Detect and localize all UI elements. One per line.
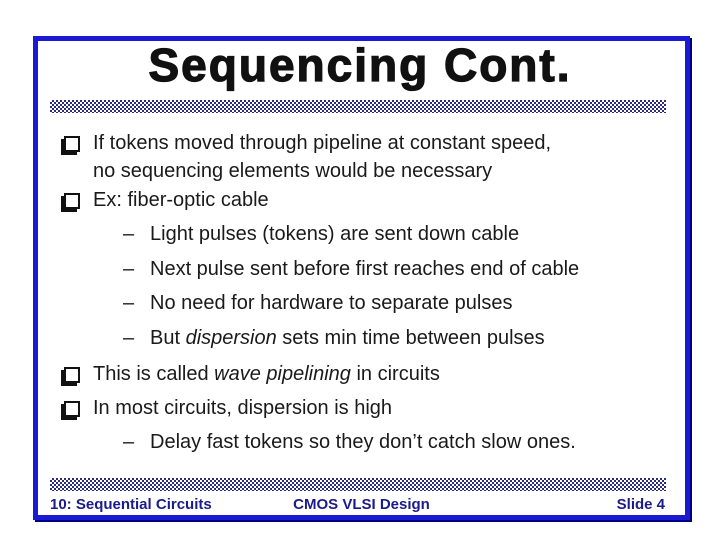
slide-title: Sequencing Cont. [148, 38, 572, 91]
body-line-text: But dispersion sets min time between pul… [150, 327, 545, 349]
dash-bullet: – [123, 327, 135, 349]
body-line-text: If tokens moved through pipeline at cons… [93, 132, 552, 154]
body-line-text: This is called wave pipelining in circui… [93, 363, 440, 385]
dash-bullet: – [123, 431, 135, 453]
slide-border-frame [33, 36, 690, 520]
shadowed-square-bullet-icon [64, 193, 80, 209]
dash-bullet: – [123, 223, 135, 245]
dash-bullet: – [123, 292, 135, 314]
footer-course-label: CMOS VLSI Design [293, 496, 430, 513]
body-line-text: no sequencing elements would be necessar… [93, 160, 493, 182]
footer-hatch-divider [50, 478, 666, 491]
footer-slide-number: Slide 4 [616, 496, 665, 513]
body-line-text: In most circuits, dispersion is high [93, 397, 393, 419]
shadowed-square-bullet-icon [64, 136, 80, 152]
body-line-text: Ex: fiber-optic cable [93, 189, 269, 211]
title-hatch-divider [50, 100, 666, 113]
body-line-text: Light pulses (tokens) are sent down cabl… [150, 223, 520, 245]
body-line-text: No need for hardware to separate pulses [150, 292, 513, 314]
body-line-text: Next pulse sent before first reaches end… [150, 258, 580, 280]
shadowed-square-bullet-icon [64, 367, 80, 383]
footer-lecture-label: 10: Sequential Circuits [50, 496, 212, 513]
shadowed-square-bullet-icon [64, 401, 80, 417]
dash-bullet: – [123, 258, 135, 280]
body-line-text: Delay fast tokens so they don’t catch sl… [150, 431, 576, 453]
